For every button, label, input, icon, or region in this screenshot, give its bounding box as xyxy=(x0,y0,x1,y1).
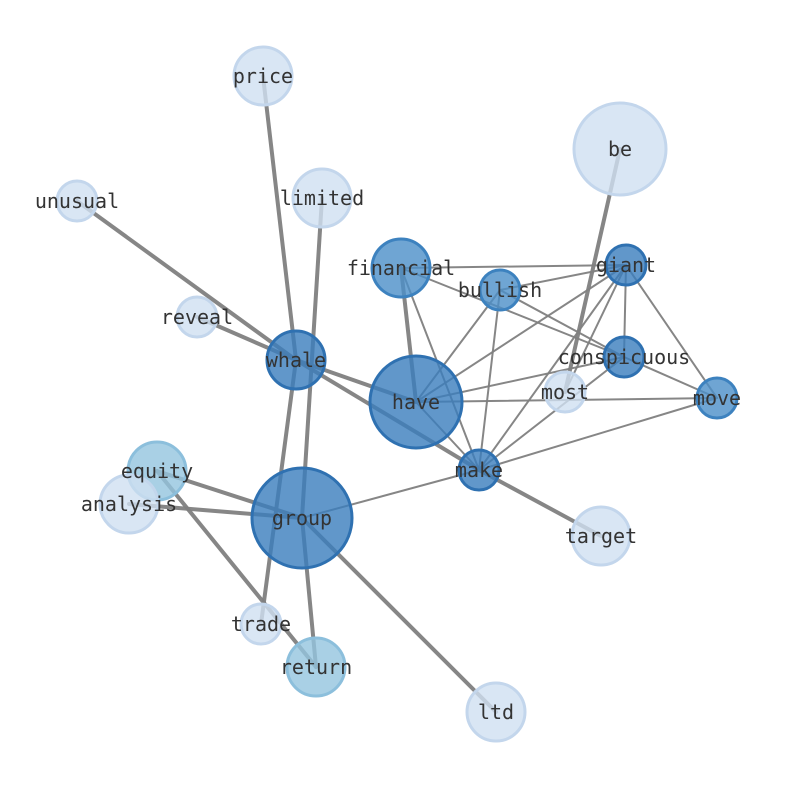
node-label-financial: financial xyxy=(347,256,455,280)
node-trade xyxy=(239,602,283,646)
node-label-return: return xyxy=(280,655,352,679)
node-label-target: target xyxy=(565,524,637,548)
labels-layer: price be unusual limited financial giant bulli… xyxy=(35,64,741,724)
node-label-trade: trade xyxy=(231,612,291,636)
node-label-have: have xyxy=(392,390,440,414)
edge-financial-giant xyxy=(400,264,627,269)
edge-bullish-make xyxy=(478,289,501,471)
node-label-be: be xyxy=(608,137,632,161)
node-label-move: move xyxy=(693,386,741,410)
node-label-price: price xyxy=(233,64,293,88)
edge-make-move xyxy=(478,397,718,471)
edge-financial-conspicuous xyxy=(400,267,625,358)
edge-bullish-conspicuous xyxy=(499,289,625,358)
node-giant xyxy=(604,243,648,287)
edge-giant-make xyxy=(478,264,627,471)
node-bullish xyxy=(478,268,522,312)
node-most xyxy=(543,370,587,414)
node-label-whale: whale xyxy=(266,348,326,372)
edge-giant-most xyxy=(564,264,627,393)
node-limited xyxy=(291,167,353,229)
node-label-unusual: unusual xyxy=(35,189,119,213)
edge-price-whale xyxy=(261,74,298,362)
edge-unusual-whale xyxy=(75,199,298,362)
node-reveal xyxy=(175,295,219,339)
node-label-ltd: ltd xyxy=(478,700,514,724)
node-conspicuous xyxy=(602,335,646,379)
node-whale xyxy=(265,329,327,391)
node-return xyxy=(285,636,347,698)
node-label-reveal: reveal xyxy=(161,305,233,329)
node-move xyxy=(695,376,739,420)
node-analysis xyxy=(98,473,160,535)
node-financial xyxy=(370,237,432,299)
node-label-make: make xyxy=(455,458,503,482)
nodes-layer xyxy=(55,45,739,743)
node-have xyxy=(368,354,464,450)
node-group xyxy=(250,466,354,570)
node-be xyxy=(572,101,668,197)
node-label-giant: giant xyxy=(596,253,656,277)
node-label-conspicuous: conspicuous xyxy=(558,345,690,369)
node-target xyxy=(570,505,632,567)
node-label-bullish: bullish xyxy=(458,278,542,302)
node-make xyxy=(457,448,501,492)
node-label-equity: equity xyxy=(121,459,193,483)
node-price xyxy=(232,45,294,107)
node-unusual xyxy=(55,179,99,223)
node-label-analysis: analysis xyxy=(81,492,177,516)
edge-conspicuous-make xyxy=(478,356,625,471)
node-label-limited: limited xyxy=(280,186,364,210)
node-ltd xyxy=(465,681,527,743)
node-label-most: most xyxy=(541,380,589,404)
edge-equity-return xyxy=(155,469,318,669)
edge-giant-move xyxy=(625,264,718,399)
node-label-group: group xyxy=(272,506,332,530)
